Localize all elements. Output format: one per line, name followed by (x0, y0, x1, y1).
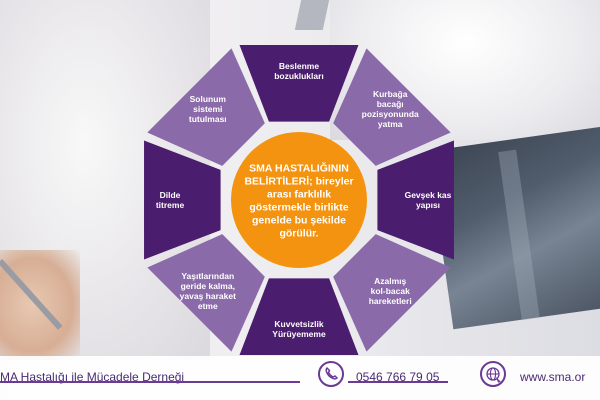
footer-website[interactable]: www.sma.or (520, 370, 586, 384)
ring-segment-label-line: Kurbağa (373, 89, 408, 99)
ring-segment-label-line: sistemi (193, 104, 222, 114)
ring-segment-7 (144, 140, 221, 260)
ring-segment-label-line: tutulması (189, 114, 227, 124)
ring-segment-label-line: Gevşek kas (405, 190, 452, 200)
center-text-line: genelde bu şekilde (252, 215, 346, 227)
ring-segment-2 (333, 48, 451, 166)
ring-segment-label-line: geride kalma, (181, 281, 235, 291)
ring-segment-label-line: titreme (156, 200, 185, 210)
ring-segment-6 (147, 234, 265, 352)
ring-segment-4 (333, 234, 451, 352)
ring-segment-label-line: Azalmış (374, 276, 406, 286)
ring-segment-label-line: bozuklukları (274, 71, 324, 81)
ring-segment-label-line: Beslenme (279, 61, 319, 71)
ring-segment-label-line: Yürüyememe (272, 329, 326, 339)
globe-icon (480, 361, 506, 387)
ring-segment-label-line: Solunum (190, 94, 227, 104)
footer-divider-middle (348, 381, 448, 383)
ring-segment-label-line: Dilde (160, 190, 181, 200)
footer-phone[interactable]: 0546 766 79 05 (356, 370, 440, 384)
ring-segment-label-line: kol-bacak (371, 286, 410, 296)
center-text-line: BELİRTİLERİ; bireyler (244, 175, 353, 188)
ring-segment-5 (239, 278, 359, 355)
ring-segment-label-line: bacağı (377, 99, 404, 109)
footer-org-name: MA Hastalığı ile Mücadele Derneği (0, 370, 185, 384)
ring-segment-label-line: pozisyonunda (362, 109, 419, 119)
ring-segment-label-line: hareketleri (369, 296, 412, 306)
ring-segment-1 (239, 45, 359, 122)
center-text-line: göstermekle birlikte (249, 202, 348, 214)
ring-segment-label-line: etme (198, 301, 218, 311)
center-text-line: arası farklılık (267, 189, 331, 201)
ring-segment-label-line: yavaş haraket (180, 291, 236, 301)
ring-segment-8 (147, 48, 265, 166)
center-circle (231, 132, 367, 268)
ring-segment-label-line: Yaşıtlarından (181, 271, 234, 281)
ring-segment-label-line: yatma (378, 119, 403, 129)
footer-divider-left (0, 381, 300, 383)
ring-segment-label-line: yapısı (416, 200, 440, 210)
ring-segment-3 (377, 140, 454, 260)
ring-segment-label-line: Kuvvetsizlik (274, 319, 323, 329)
center-text-line: görülür. (279, 228, 318, 240)
center-text-line: SMA HASTALIĞININ (249, 162, 349, 175)
phone-icon (318, 361, 344, 387)
